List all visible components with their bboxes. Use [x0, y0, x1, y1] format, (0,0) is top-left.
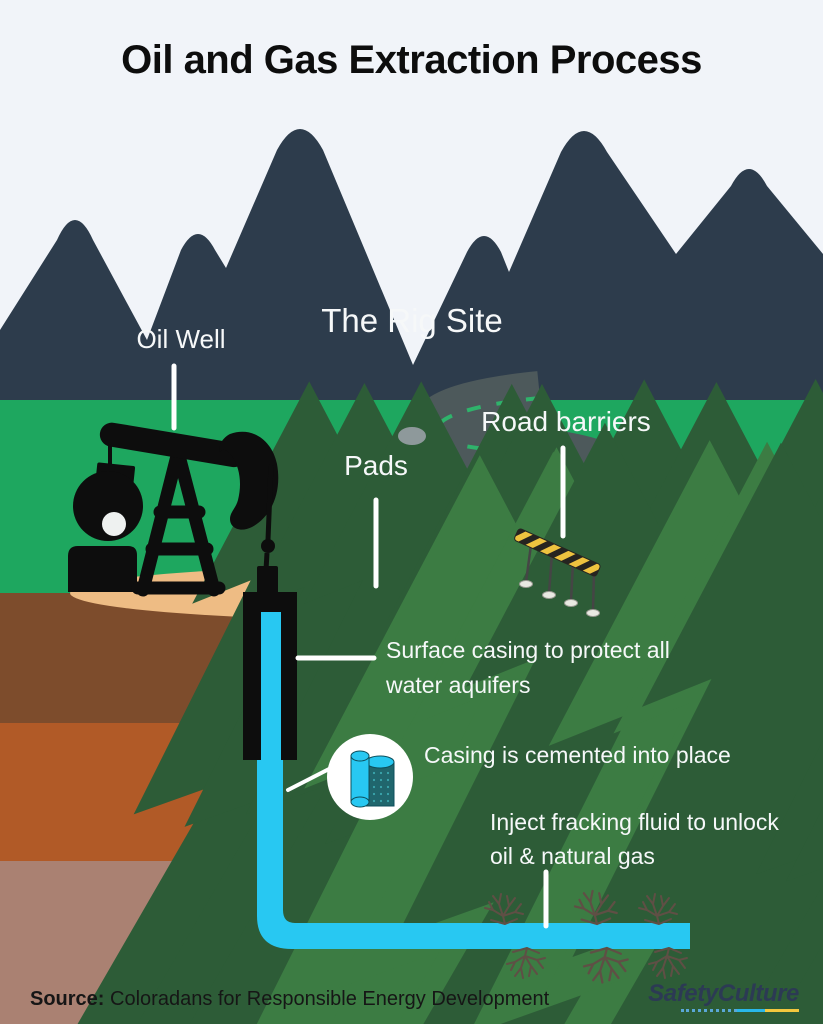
pumpjack-icon [68, 422, 279, 597]
brand-underline-icon [648, 1009, 799, 1012]
brand-underline-dotted [681, 1009, 737, 1012]
rig-site-label: The Rig Site [321, 302, 503, 339]
source-label: Source: [30, 988, 105, 1010]
road-barriers-label: Road barriers [481, 406, 651, 437]
fracking-line1: Inject fracking fluid to unlock [490, 809, 779, 835]
source-credit: Source: Coloradans for Responsible Energ… [30, 988, 549, 1011]
cement-callout [286, 734, 413, 820]
rock-icon [398, 427, 426, 445]
mountain-range-icon [0, 129, 823, 400]
cement-cylinder-icon [350, 750, 395, 808]
brand-underline-cyan [737, 1009, 765, 1012]
oil-well-label: Oil Well [136, 324, 226, 354]
fracking-line2: oil & natural gas [490, 843, 655, 869]
drill-pipe-icon [243, 592, 690, 949]
surface-casing-label: Surface casing to protect all water aqui… [386, 633, 670, 703]
cemented-casing-label: Casing is cemented into place [424, 742, 731, 768]
source-text: Coloradans for Responsible Energy Develo… [110, 988, 550, 1010]
surface-casing-line2: water aquifers [386, 672, 531, 698]
pads-label: Pads [344, 450, 408, 481]
surface-casing-line1: Surface casing to protect all [386, 637, 670, 663]
page-title: Oil and Gas Extraction Process [121, 38, 702, 82]
brand-wordmark: SafetyCulture [648, 980, 799, 1007]
road-barrier-icon [514, 528, 601, 617]
fracking-label: Inject fracking fluid to unlock oil & na… [490, 805, 779, 873]
pointer-line-icon [286, 766, 333, 792]
brand-underline-yellow [765, 1009, 799, 1012]
brand-logo: SafetyCulture [648, 980, 799, 1012]
